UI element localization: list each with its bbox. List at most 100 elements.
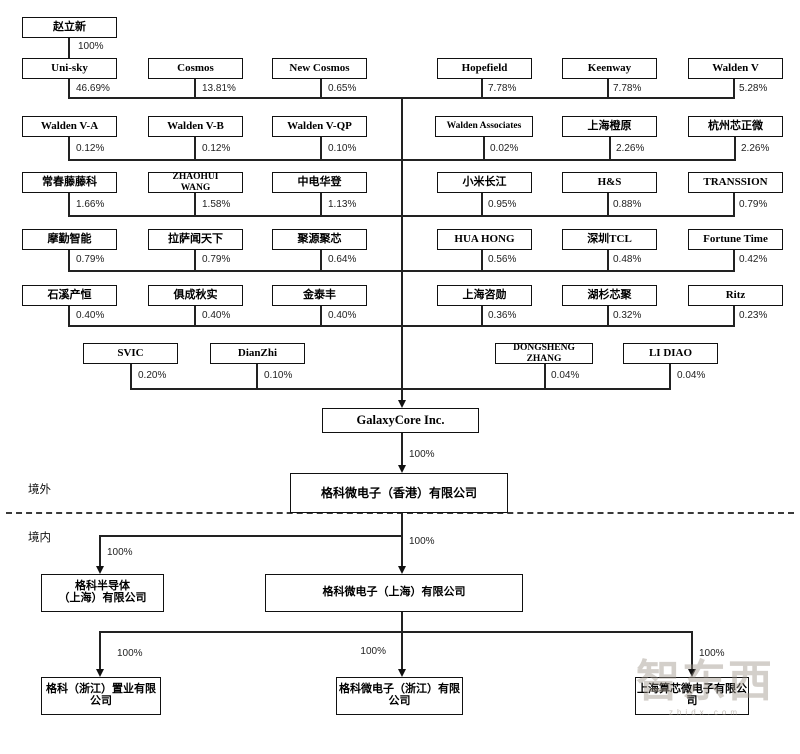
connector-line (733, 79, 735, 97)
ownership-pct: 0.10% (264, 370, 293, 381)
node-geke-zhejiang-zhiye: 格科（浙江）置业有限 公司 (41, 677, 161, 715)
connector-line (194, 306, 196, 325)
connector-line (733, 306, 735, 325)
ownership-pct: 0.23% (739, 310, 768, 321)
ownership-pct: 1.13% (328, 199, 357, 210)
region-label-onshore: 境内 (28, 532, 51, 544)
node-changchunteng: 常春藤藤科 (22, 172, 117, 193)
ownership-pct: 7.78% (613, 83, 642, 94)
node-hangzhou-xinzhengwei: 杭州芯正微 (688, 116, 783, 137)
node-jintaifeng: 金泰丰 (272, 285, 367, 306)
node-hushan-xinju: 湖杉芯聚 (562, 285, 657, 306)
border-divider-dashed (6, 512, 794, 514)
node-shanghai-zixun: 上海咨勋 (437, 285, 532, 306)
connector-line (481, 193, 483, 215)
arrow-down-icon (688, 669, 696, 677)
connector-line (481, 79, 483, 97)
connector-line (607, 306, 609, 325)
connector-line (68, 38, 70, 58)
trunk-line (401, 513, 403, 567)
connector-line (481, 250, 483, 270)
node-fortune-time: Fortune Time (688, 229, 783, 250)
node-zhongdian-huadeng: 中电华登 (272, 172, 367, 193)
node-transsion: TRANSSION (688, 172, 783, 193)
connector-line (320, 193, 322, 215)
node-h-and-s: H&S (562, 172, 657, 193)
region-label-offshore: 境外 (28, 484, 51, 496)
branch-line (99, 631, 693, 633)
node-ritz: Ritz (688, 285, 783, 306)
ownership-pct: 0.12% (202, 143, 231, 154)
ownership-pct: 0.02% (490, 143, 519, 154)
connector-line (609, 137, 611, 159)
arrow-down-icon (398, 669, 406, 677)
node-juyuan-juxin: 聚源聚芯 (272, 229, 367, 250)
ownership-pct: 0.12% (76, 143, 105, 154)
ownership-pct: 100% (409, 449, 435, 460)
node-svic: SVIC (83, 343, 178, 364)
ownership-pct: 0.95% (488, 199, 517, 210)
connector-line (483, 137, 485, 159)
ownership-pct: 0.36% (488, 310, 517, 321)
connector-line (607, 193, 609, 215)
ownership-pct: 1.66% (76, 199, 105, 210)
ownership-pct: 0.64% (328, 254, 357, 265)
node-lasa-wentianxia: 拉萨闻天下 (148, 229, 243, 250)
bus-line (130, 388, 671, 390)
arrow-down-icon (96, 669, 104, 677)
node-walden-v: Walden V (688, 58, 783, 79)
node-cosmos: Cosmos (148, 58, 243, 79)
ownership-pct: 100% (78, 41, 104, 52)
ownership-pct: 0.56% (488, 254, 517, 265)
ownership-pct: 13.81% (202, 83, 236, 94)
ownership-pct: 100% (117, 648, 143, 659)
arrow-down-icon (398, 400, 406, 408)
ownership-pct: 0.40% (202, 310, 231, 321)
ownership-pct: 1.58% (202, 199, 231, 210)
ownership-pct: 100% (360, 646, 386, 657)
arrow-down-icon (398, 566, 406, 574)
connector-line (733, 250, 735, 270)
connector-line (734, 137, 736, 159)
connector-line (691, 631, 693, 669)
connector-line (194, 137, 196, 159)
node-galaxycore-shanghai: 格科微电子（上海）有限公司 (265, 574, 523, 612)
connector-line (68, 250, 70, 270)
branch-line (99, 535, 403, 537)
connector-line (607, 250, 609, 270)
node-xiaomi-changjiang: 小米长江 (437, 172, 532, 193)
node-new-cosmos: New Cosmos (272, 58, 367, 79)
node-zhaohui-wang: ZHAOHUI WANG (148, 172, 243, 193)
connector-line (320, 137, 322, 159)
node-shanghai-suanxinwei: 上海算芯微电子有限公 司 (635, 677, 749, 715)
connector-line (401, 631, 403, 669)
connector-line (99, 535, 101, 567)
connector-line (194, 250, 196, 270)
node-moqin-zhineng: 摩勤智能 (22, 229, 117, 250)
node-gekesemi-shanghai: 格科半导体 （上海）有限公司 (41, 574, 164, 612)
ownership-pct: 100% (699, 648, 725, 659)
connector-line (68, 193, 70, 215)
connector-line (68, 79, 70, 97)
ownership-pct: 2.26% (741, 143, 770, 154)
connector-line (256, 364, 258, 388)
node-hua-hong: HUA HONG (437, 229, 532, 250)
ownership-pct: 0.42% (739, 254, 768, 265)
node-shixi-chanheng: 石溪产恒 (22, 285, 117, 306)
ownership-pct: 0.40% (328, 310, 357, 321)
connector-line (99, 631, 101, 669)
node-li-diao: LI DIAO (623, 343, 718, 364)
node-founder: 赵立新 (22, 17, 117, 38)
connector-line (733, 193, 735, 215)
connector-line (320, 250, 322, 270)
node-walden-v-qp: Walden V-QP (272, 116, 367, 137)
connector-line (669, 364, 671, 388)
connector-line (68, 306, 70, 325)
arrow-down-icon (398, 465, 406, 473)
connector-line (68, 137, 70, 159)
connector-line (320, 306, 322, 325)
connector-line (481, 306, 483, 325)
node-shenzhen-tcl: 深圳TCL (562, 229, 657, 250)
node-walden-associates: Walden Associates (435, 116, 533, 137)
ownership-pct: 0.88% (613, 199, 642, 210)
